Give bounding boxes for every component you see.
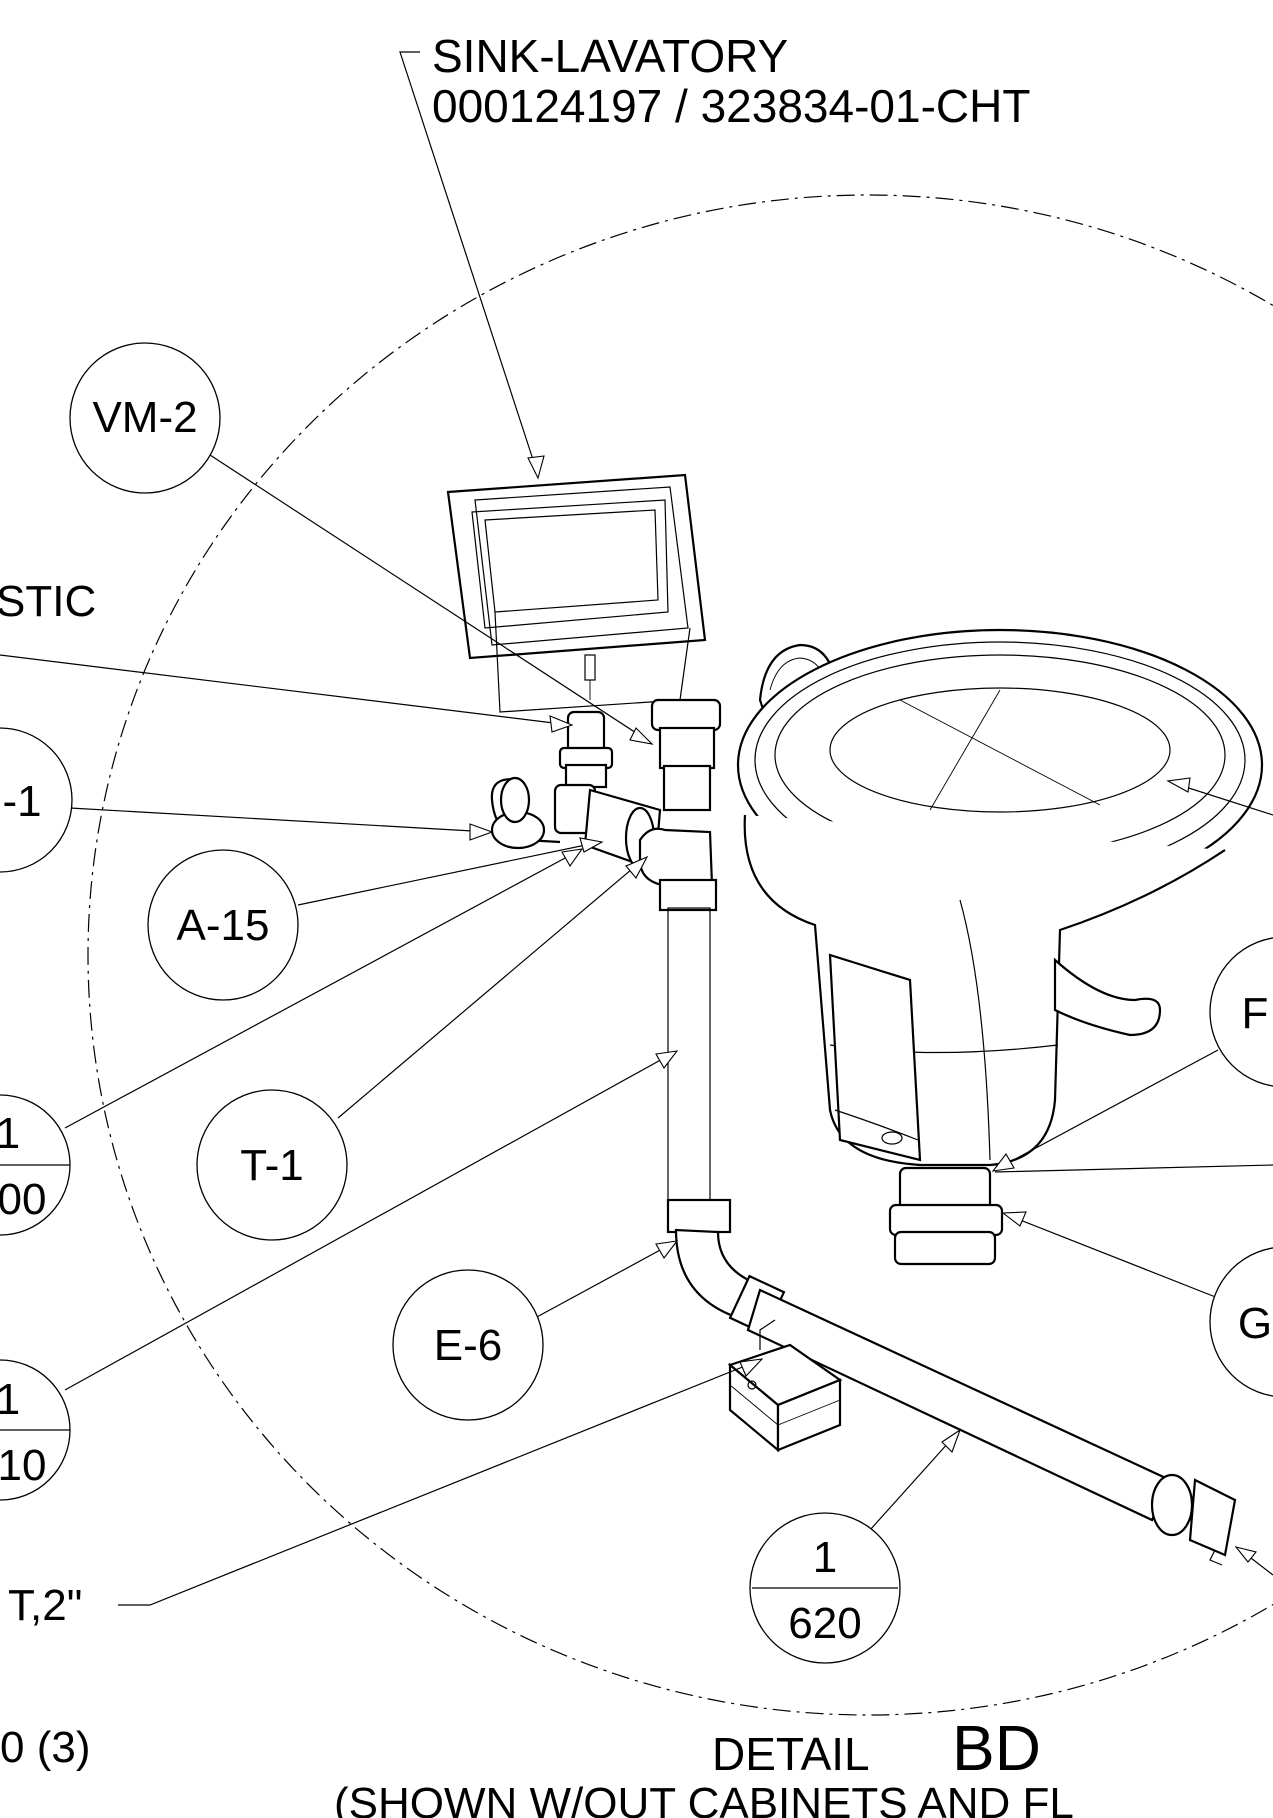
- bubble-vm-2[interactable]: VM-2: [69, 342, 221, 494]
- detail-prefix: DETAIL: [712, 1728, 870, 1780]
- sink-lavatory: [446, 473, 707, 713]
- horizontal-drain-pipe: [746, 1288, 1237, 1566]
- split-bubble-bottom: 620: [788, 1599, 861, 1648]
- split-bubble-center-620[interactable]: 1 620: [749, 1512, 901, 1664]
- bubble-label: T-1: [240, 1141, 304, 1190]
- bubble-a-15[interactable]: A-15: [147, 849, 299, 1001]
- split-bubble-top: 1: [813, 1533, 837, 1582]
- bubble-label: VM-2: [92, 393, 197, 442]
- bubble-label: A-15: [177, 901, 270, 950]
- bubble-e-6[interactable]: E-6: [392, 1269, 544, 1421]
- t2-label-fragment: T,2": [8, 1581, 82, 1630]
- bubble-label: -1: [2, 777, 41, 826]
- vertical-drain-stack: [638, 698, 786, 1336]
- bubble-g[interactable]: G: [1209, 1247, 1273, 1397]
- split-bubble-top: 1: [0, 1375, 20, 1424]
- count-label-fragment: 0 (3): [0, 1723, 90, 1772]
- bubble-minus-1[interactable]: -1: [0, 727, 73, 873]
- bubble-label: F: [1242, 989, 1269, 1038]
- split-bubble-top: 1: [0, 1109, 20, 1158]
- sink-part-number: 000124197 / 323834-01-CHT: [432, 80, 1030, 132]
- detail-boundary-circle: [87, 194, 1273, 1716]
- bubble-t-1[interactable]: T-1: [196, 1089, 348, 1241]
- sink-title-label: SINK-LAVATORY: [432, 30, 788, 82]
- bubble-label: E-6: [434, 1321, 502, 1370]
- detail-note: (SHOWN W/OUT CABINETS AND FL: [334, 1779, 1074, 1818]
- split-bubble-bottom: 00: [0, 1175, 46, 1224]
- split-bubble-left-b[interactable]: 1 10: [0, 1359, 71, 1501]
- bubble-label: G: [1238, 1299, 1272, 1348]
- bubble-f[interactable]: F: [1209, 937, 1273, 1087]
- split-bubble-bottom: 10: [0, 1441, 46, 1490]
- toilet: [736, 628, 1264, 1266]
- stic-label-fragment: STIC: [0, 577, 96, 626]
- split-bubble-left-a[interactable]: 1 00: [0, 1094, 71, 1236]
- detail-id: BD: [952, 1712, 1041, 1784]
- leader-lines: [0, 51, 1273, 1606]
